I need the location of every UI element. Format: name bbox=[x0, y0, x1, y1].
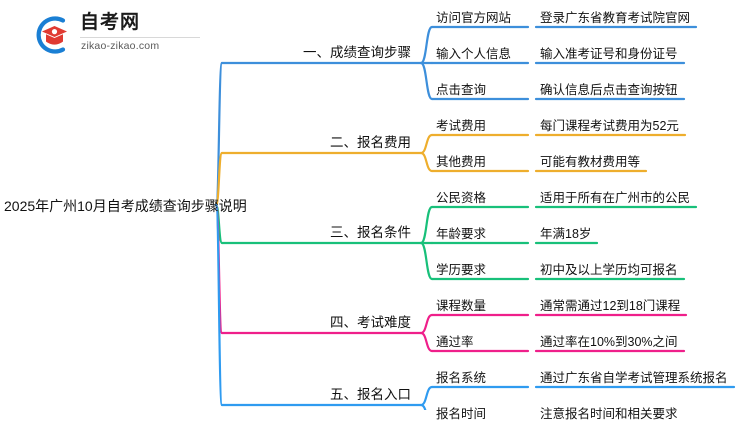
mindmap-canvas: 自考网 zikao-zikao.com 2025年广州10月自考成绩查询步骤说明… bbox=[4, 10, 736, 421]
branch-node-3[interactable]: 三、报名条件 bbox=[330, 225, 411, 240]
sub-node-3-2[interactable]: 年龄要求 bbox=[436, 226, 487, 241]
logo-title: 自考网 bbox=[80, 12, 141, 33]
sub-node-1-3[interactable]: 点击查询 bbox=[436, 82, 487, 97]
detail-node-3-1[interactable]: 适用于所有在广州市的公民 bbox=[540, 190, 691, 205]
root-node[interactable]: 2025年广州10月自考成绩查询步骤说明 bbox=[4, 198, 247, 214]
sub-node-2-1[interactable]: 考试费用 bbox=[436, 118, 487, 133]
sub-node-4-2[interactable]: 通过率 bbox=[436, 334, 474, 349]
branch-node-2[interactable]: 二、报名费用 bbox=[330, 135, 411, 150]
branch-node-4[interactable]: 四、考试难度 bbox=[330, 315, 411, 330]
detail-node-3-2[interactable]: 年满18岁 bbox=[540, 226, 592, 241]
logo-url: zikao-zikao.com bbox=[81, 40, 160, 52]
branch-node-1[interactable]: 一、成绩查询步骤 bbox=[303, 45, 411, 60]
sub-node-5-1[interactable]: 报名系统 bbox=[436, 370, 487, 385]
sub-node-5-2[interactable]: 报名时间 bbox=[436, 406, 487, 421]
site-logo: 自考网 zikao-zikao.com bbox=[32, 12, 252, 58]
detail-node-5-1[interactable]: 通过广东省自学考试管理系统报名 bbox=[540, 370, 728, 385]
logo-divider bbox=[80, 37, 200, 38]
detail-node-3-3[interactable]: 初中及以上学历均可报名 bbox=[540, 262, 678, 277]
sub-node-1-2[interactable]: 输入个人信息 bbox=[436, 46, 512, 61]
logo-mark-icon bbox=[36, 16, 67, 54]
detail-node-1-2[interactable]: 输入准考证号和身份证号 bbox=[540, 46, 678, 61]
sub-node-4-1[interactable]: 课程数量 bbox=[436, 298, 487, 313]
connector-lines bbox=[214, 25, 736, 410]
detail-node-4-2[interactable]: 通过率在10%到30%之间 bbox=[540, 334, 678, 349]
branch-node-5[interactable]: 五、报名入口 bbox=[330, 387, 411, 402]
detail-node-2-2[interactable]: 可能有教材费用等 bbox=[540, 154, 641, 169]
detail-node-1-1[interactable]: 登录广东省教育考试院官网 bbox=[540, 10, 691, 25]
detail-node-4-1[interactable]: 通常需通过12到18门课程 bbox=[540, 298, 681, 313]
detail-node-2-1[interactable]: 每门课程考试费用为52元 bbox=[540, 118, 679, 133]
detail-node-5-2[interactable]: 注意报名时间和相关要求 bbox=[540, 406, 678, 421]
sub-node-2-2[interactable]: 其他费用 bbox=[436, 154, 487, 169]
sub-node-3-3[interactable]: 学历要求 bbox=[436, 262, 487, 277]
sub-node-3-1[interactable]: 公民资格 bbox=[436, 190, 487, 205]
detail-node-1-3[interactable]: 确认信息后点击查询按钮 bbox=[540, 82, 678, 97]
sub-node-1-1[interactable]: 访问官方网站 bbox=[436, 10, 512, 25]
